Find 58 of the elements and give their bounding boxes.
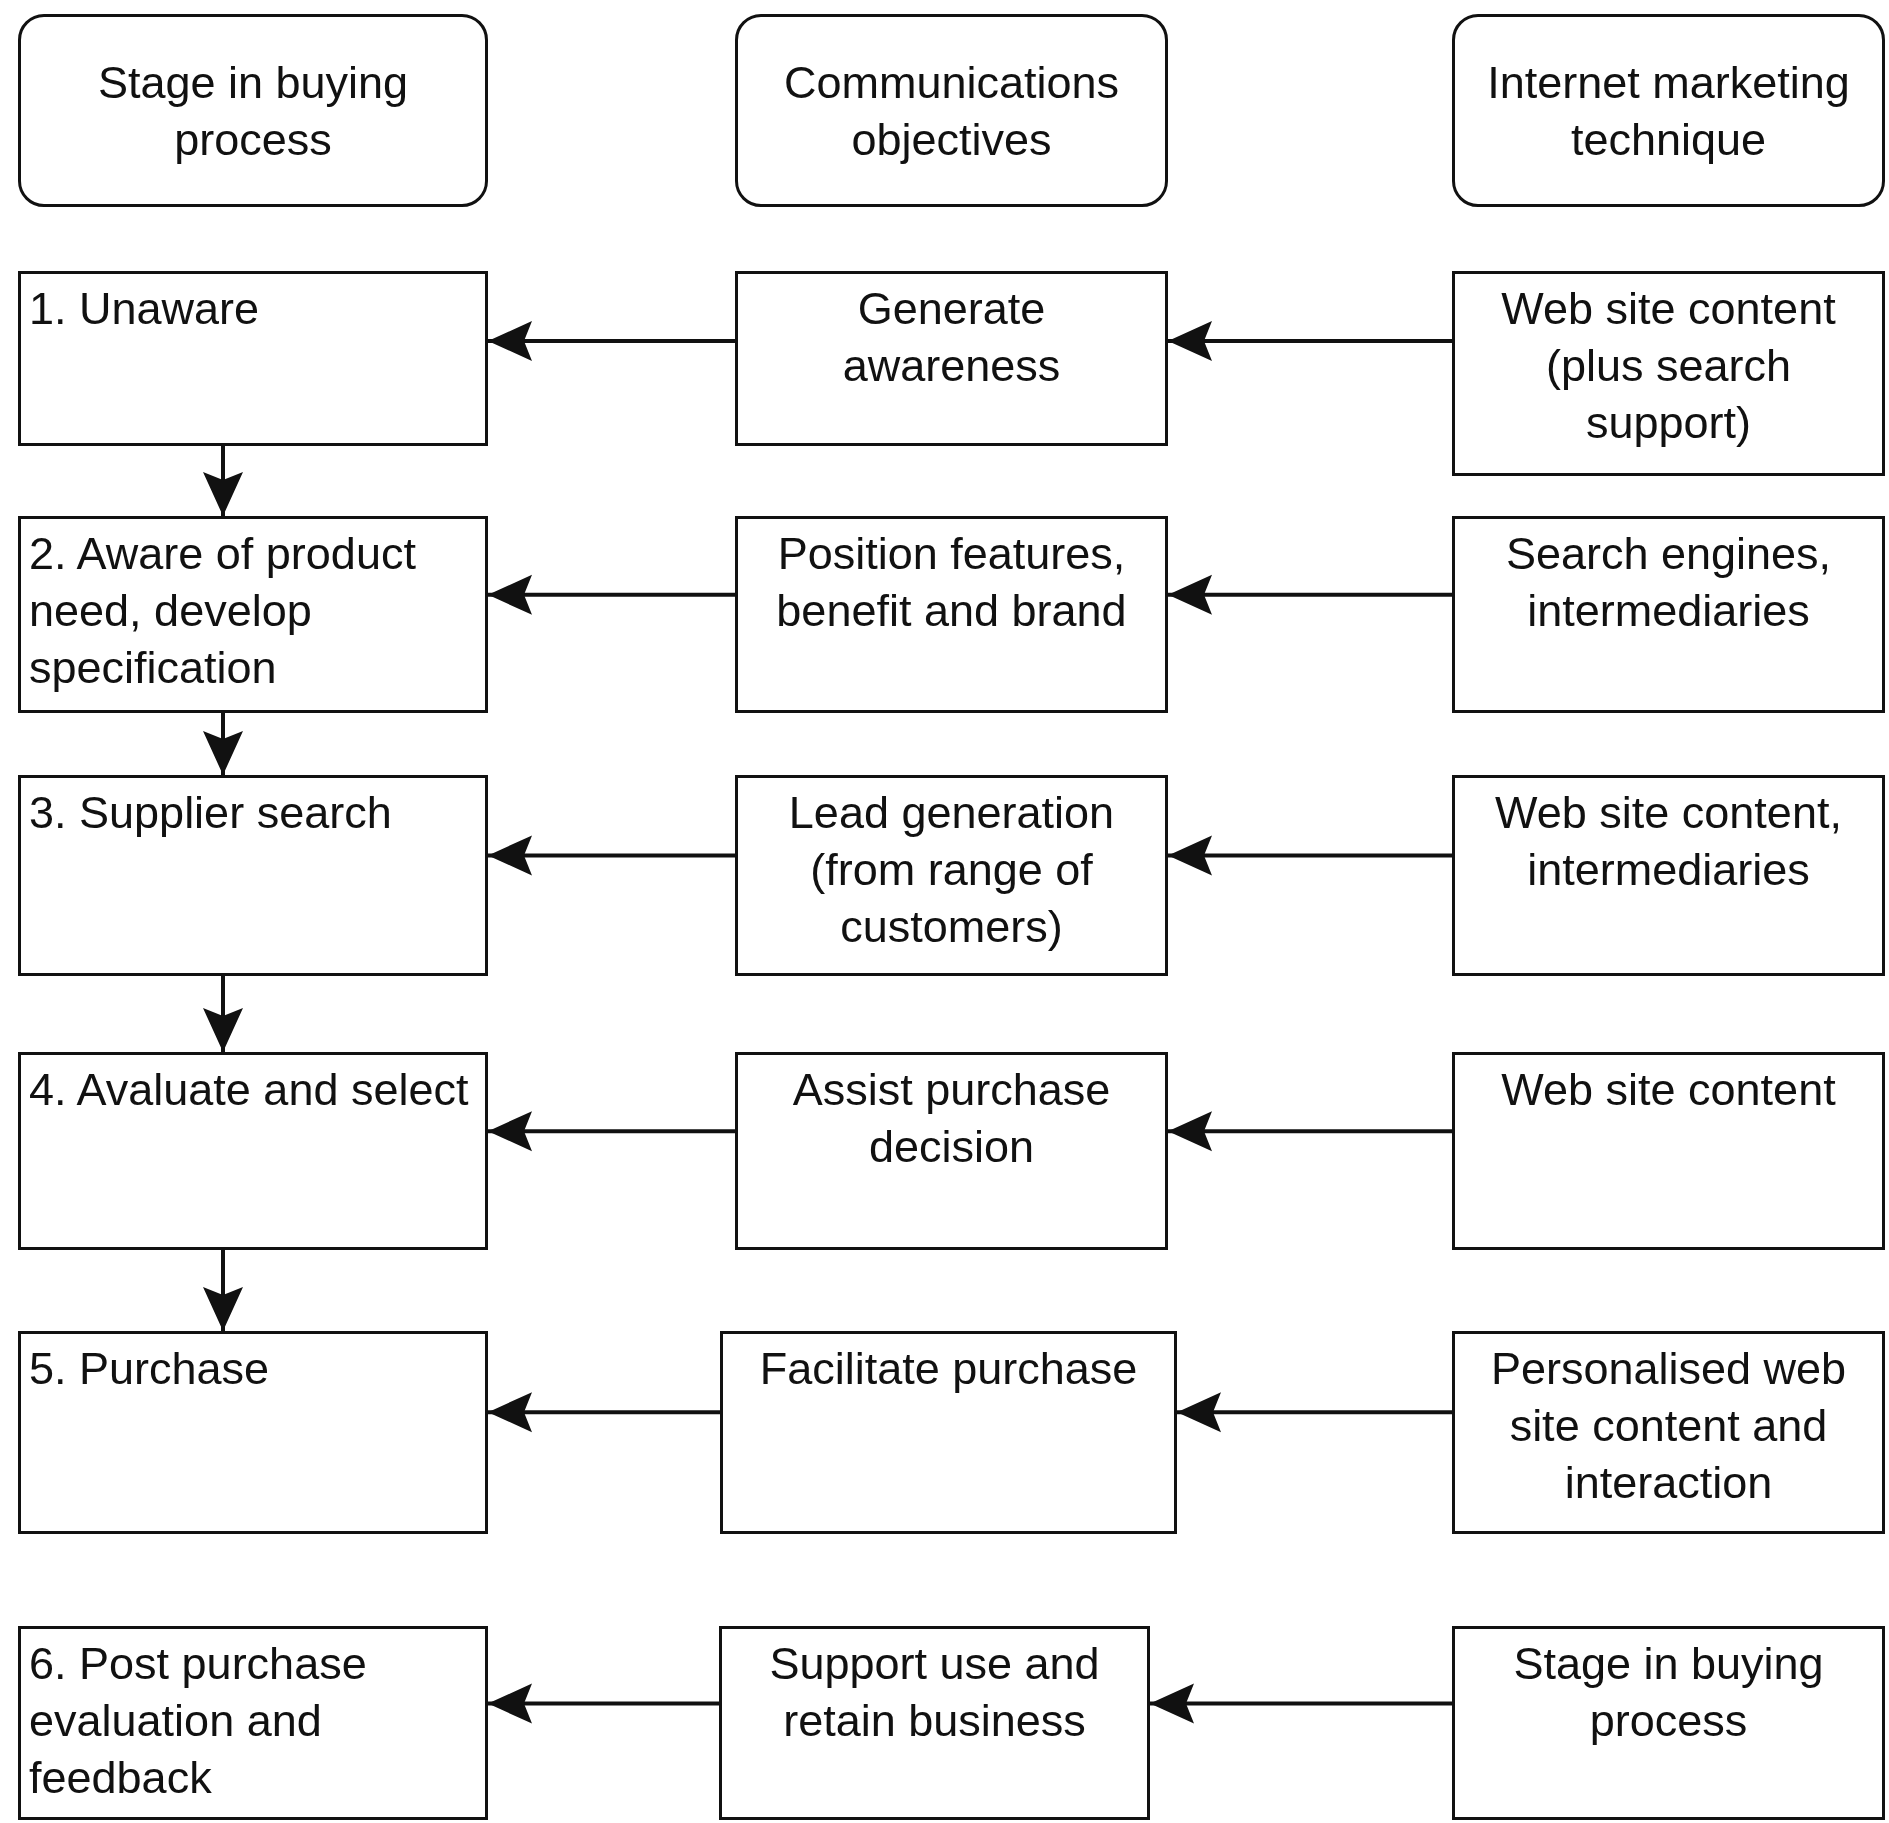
box-text: Web site content (1500, 1063, 1837, 1117)
box-text: Web site content, intermediaries (1494, 786, 1843, 897)
arrow (488, 1111, 735, 1152)
arrow (203, 1250, 243, 1331)
process-box (1452, 1626, 1885, 1820)
process-box (735, 775, 1168, 976)
arrow (203, 713, 243, 775)
box-text: 1. Unaware (29, 282, 261, 336)
process-box (18, 1052, 488, 1250)
box-text: Assist purchase decision (791, 1063, 1112, 1174)
box-text: Stage in buying process (96, 55, 410, 167)
process-box (735, 516, 1168, 713)
box-text: Internet marketing technique (1486, 55, 1851, 167)
box-text: Search engines, intermediaries (1504, 527, 1833, 638)
arrow (488, 1683, 719, 1724)
box-text: Personalised web site content and interaction (1489, 1342, 1848, 1510)
process-box (735, 1052, 1168, 1250)
process-box (1452, 1052, 1885, 1250)
arrow (488, 835, 735, 876)
arrow (1150, 1683, 1452, 1724)
arrow (488, 321, 735, 361)
process-box (720, 1331, 1177, 1534)
process-box (719, 1626, 1150, 1820)
arrow (1168, 835, 1452, 876)
process-box (735, 271, 1168, 446)
box-text: Stage in buying process (1512, 1637, 1825, 1748)
box-text: Web site content (plus search support) (1500, 282, 1837, 450)
process-box (1452, 775, 1885, 976)
arrow (488, 1392, 720, 1433)
box-text: Facilitate purchase (758, 1342, 1139, 1396)
column-header-box (735, 14, 1168, 207)
box-text: Lead generation (from range of customers) (787, 786, 1116, 954)
process-box (1452, 516, 1885, 713)
column-header-box (18, 14, 488, 207)
box-text: 3. Supplier search (29, 786, 393, 840)
arrow (488, 574, 735, 615)
box-text: Communications objectives (782, 55, 1121, 167)
process-box (18, 1331, 488, 1534)
arrow (1177, 1392, 1452, 1433)
arrow (1168, 1111, 1452, 1152)
arrow (1168, 321, 1452, 361)
box-text: 5. Purchase (29, 1342, 271, 1396)
arrow (1168, 574, 1452, 615)
process-box (18, 1626, 488, 1820)
box-text: 4. Avaluate and select (29, 1063, 470, 1117)
box-text: 6. Post purchase evaluation and feedback (29, 1637, 368, 1805)
box-text: Support use and retain business (768, 1637, 1101, 1748)
process-box (18, 271, 488, 446)
arrow (203, 446, 243, 516)
process-box (18, 775, 488, 976)
process-box (1452, 1331, 1885, 1534)
process-box (1452, 271, 1885, 476)
process-box (18, 516, 488, 713)
arrow (203, 976, 243, 1052)
box-text: 2. Aware of product need, develop specification (29, 527, 417, 695)
box-text: Position features, benefit and brand (775, 527, 1128, 638)
box-text: Generate awareness (841, 282, 1062, 393)
column-header-box (1452, 14, 1885, 207)
